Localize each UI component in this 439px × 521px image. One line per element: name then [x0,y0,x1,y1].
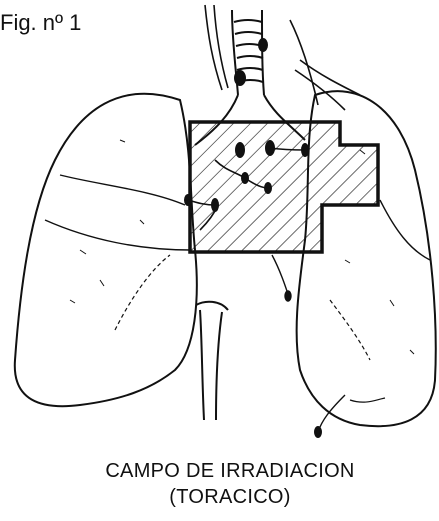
lymph-chain [272,255,291,301]
irradiation-field [184,122,378,252]
neck-vessels [205,5,360,110]
caption-line-1: CAMPO DE IRRADIACION [40,460,420,483]
descending-vessel [196,302,228,420]
right-lung [15,94,197,406]
caption-line-2: (TORACICO) [40,486,420,509]
